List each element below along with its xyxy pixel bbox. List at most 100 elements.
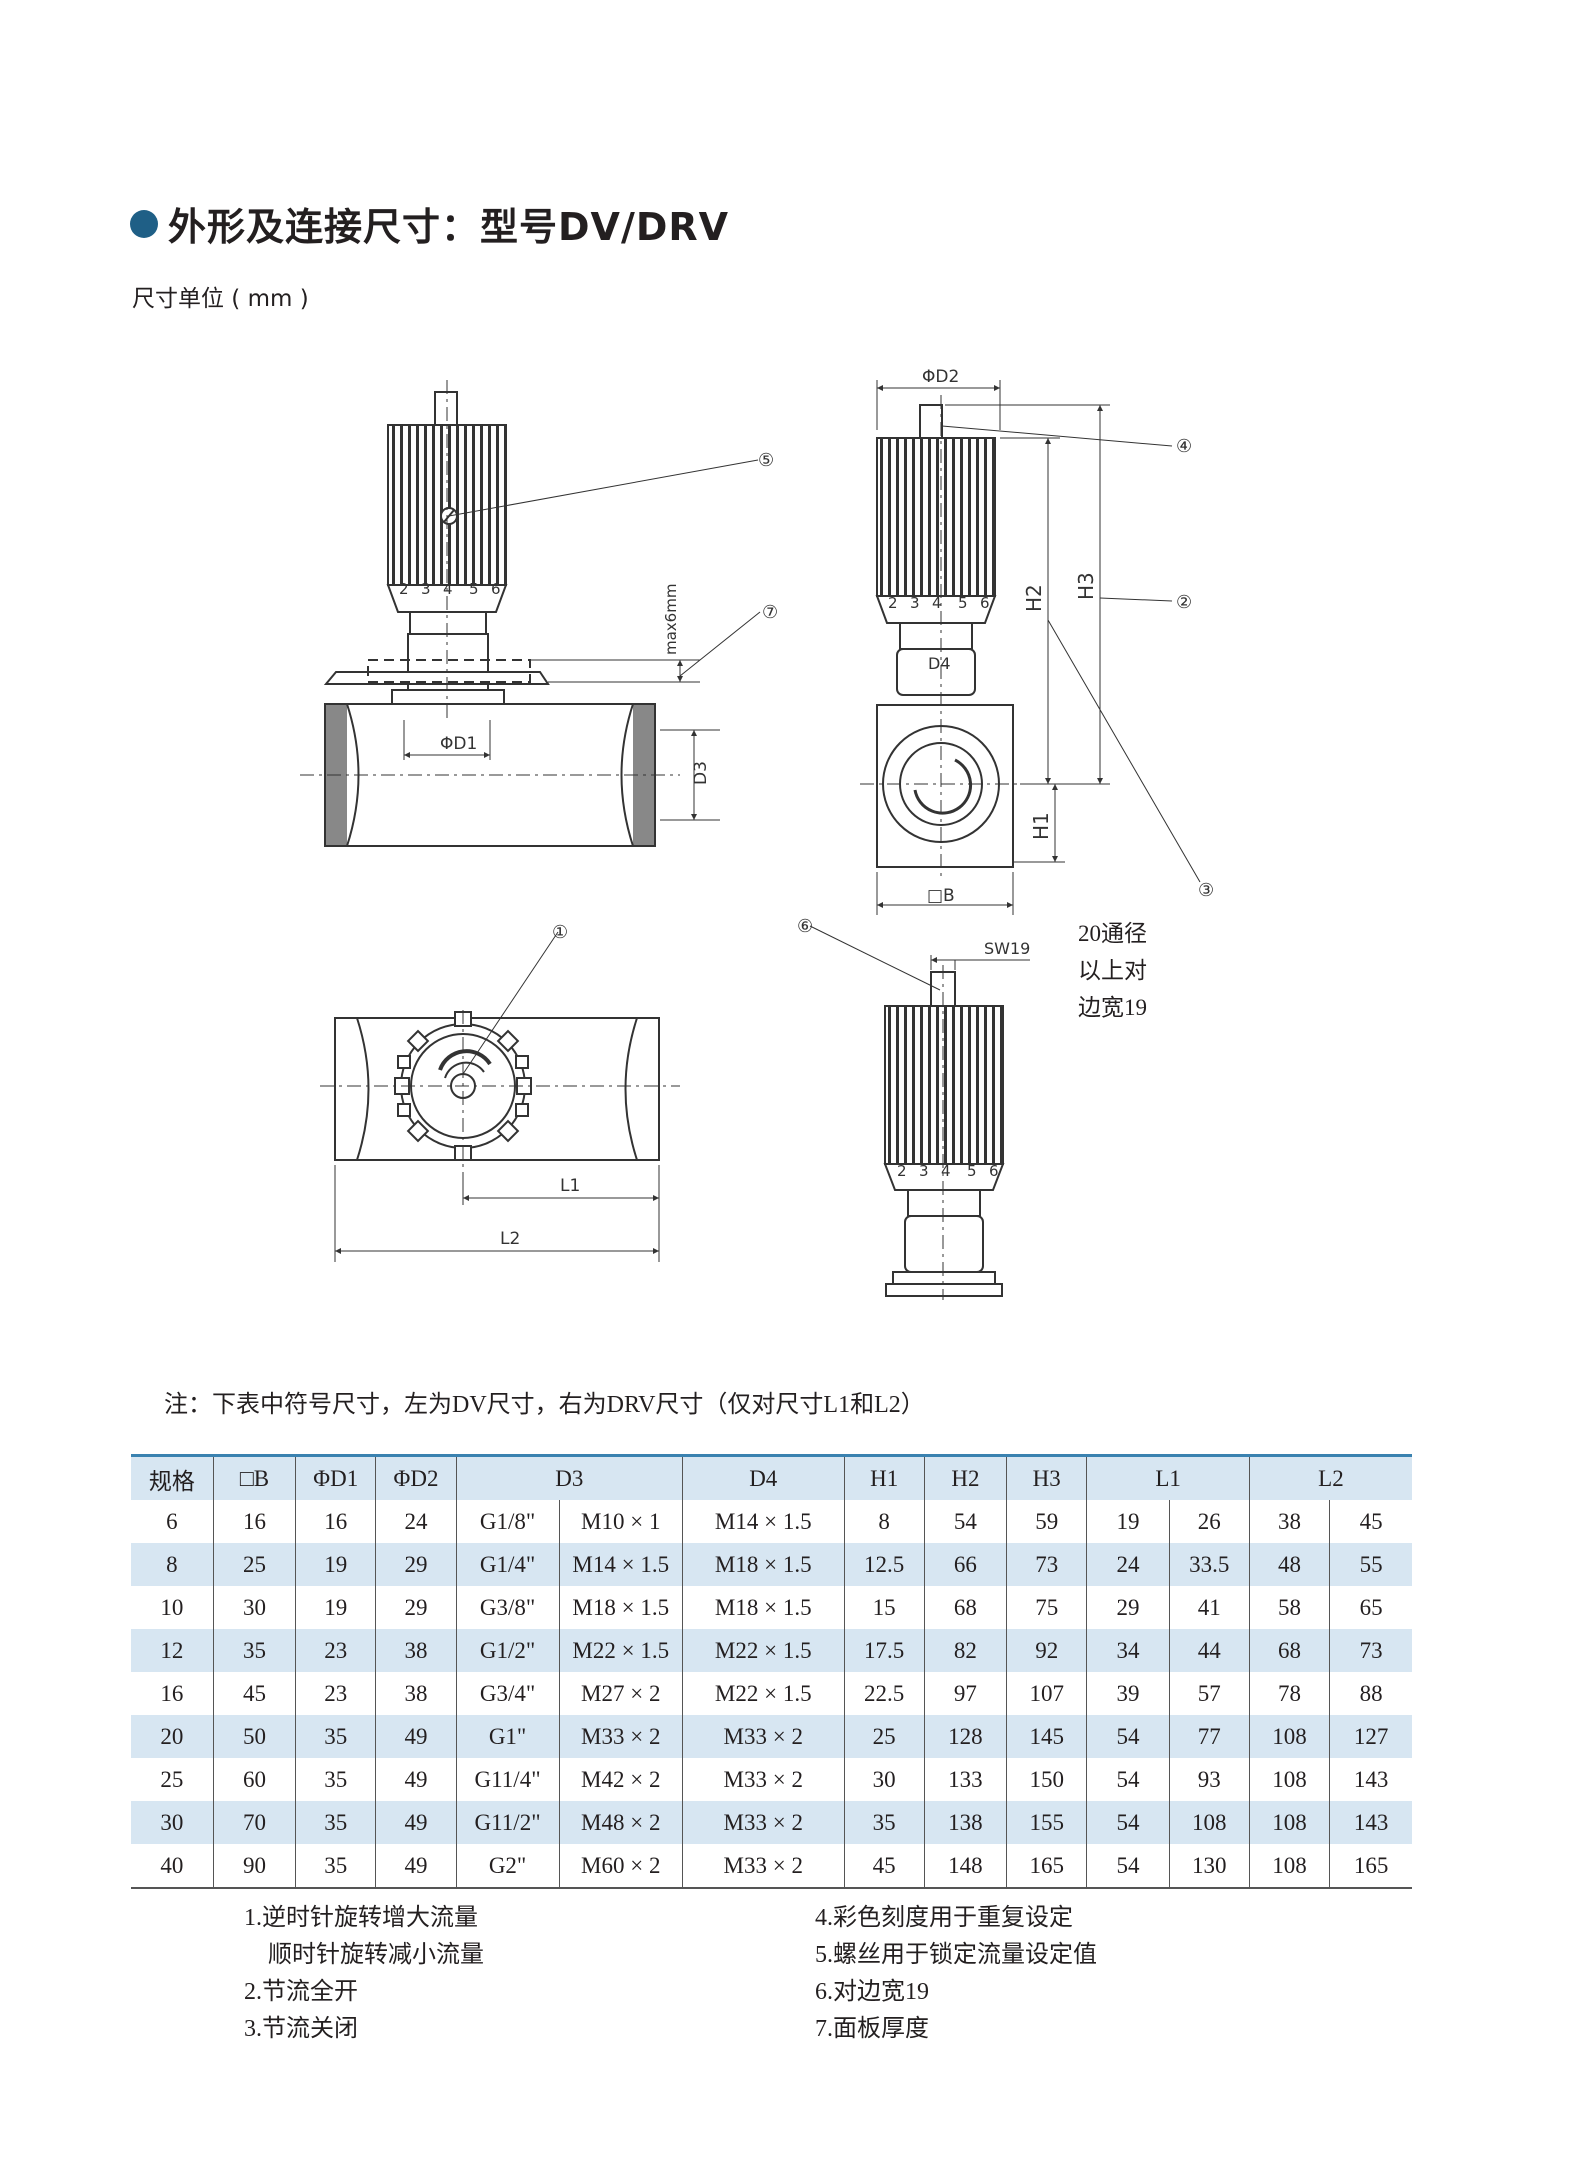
callout-3: ③ (1198, 880, 1214, 901)
header-cell: 规格 (131, 1455, 214, 1500)
scale-digit: 2 (399, 580, 409, 598)
table-cell: 66 (923, 1543, 1007, 1586)
table-cell: M42 × 2 (558, 1758, 683, 1801)
table-cell: 49 (375, 1758, 457, 1801)
table-cell: 35 (295, 1715, 376, 1758)
table-cell: 155 (1006, 1801, 1087, 1844)
table-cell: 58 (1248, 1586, 1330, 1629)
table-cell: 57 (1168, 1672, 1250, 1715)
table-cell: 128 (923, 1715, 1007, 1758)
table-cell: 44 (1168, 1629, 1250, 1672)
table-cell: 143 (1329, 1801, 1412, 1844)
table-cell: 41 (1168, 1586, 1250, 1629)
table-cell: 75 (1006, 1586, 1087, 1629)
table-cell: 22.5 (843, 1672, 925, 1715)
table-cell: 24 (375, 1500, 457, 1543)
table-cell: 33.5 (1168, 1543, 1250, 1586)
table-cell: 130 (1168, 1844, 1250, 1888)
table-cell: 40 (160, 1852, 184, 1878)
table-cell: 38 (375, 1672, 457, 1715)
table-cell: 108 (1248, 1758, 1330, 1801)
footnote-item: 7.面板厚度 (815, 2016, 929, 2042)
table-cell: G1/4" (455, 1543, 560, 1586)
table-cell: 39 (1086, 1672, 1170, 1715)
table-cell: 29 (375, 1543, 457, 1586)
label-h1: H1 (1029, 812, 1053, 840)
table-cell: 45 (843, 1844, 925, 1888)
footnote-item: 6.对边宽19 (815, 1979, 929, 2005)
table-cell: 49 (375, 1801, 457, 1844)
table-cell: G2" (455, 1844, 560, 1888)
table-cell: 48 (1248, 1543, 1330, 1586)
scale-digit: 3 (919, 1162, 929, 1180)
label-max6mm: max6mm (662, 584, 680, 655)
table-cell: 59 (1006, 1500, 1087, 1543)
scale-digit: 5 (967, 1162, 977, 1180)
technical-drawing: ΦD1 D3 max6mm ΦD2 D4 H2 H3 H1 □B L1 L2 S… (300, 367, 1214, 1300)
table-cell: 108 (1248, 1715, 1330, 1758)
table-cell: G1/2" (455, 1629, 560, 1672)
table-cell: 60 (212, 1758, 296, 1801)
table-cell: 50 (212, 1715, 296, 1758)
table-cell: 25 (843, 1715, 925, 1758)
scale-digit: 4 (932, 594, 942, 612)
label-d4: D4 (928, 654, 951, 673)
table-cell: G3/8" (455, 1586, 560, 1629)
table-note: 注：下表中符号尺寸，左为DV尺寸，右为DRV尺寸（仅对尺寸L1和L2） (164, 1392, 925, 1418)
header-cell: ΦD2 (375, 1455, 457, 1500)
footnotes-right: 4.彩色刻度用于重复设定 5.螺丝用于锁定流量设定值 6.对边宽19 7.面板厚… (815, 1900, 1097, 2048)
header-cell: D4 (681, 1455, 845, 1500)
table-header-row: 规格 □B ΦD1 ΦD2 D3 D4 H1 H2 H3 L1 L2 (131, 1455, 1412, 1500)
table-cell: 108 (1168, 1801, 1250, 1844)
table-cell: 92 (1006, 1629, 1087, 1672)
callout-7: ⑦ (762, 602, 778, 623)
header-cell: ΦD1 (295, 1455, 376, 1500)
table-cell: 30 (131, 1801, 214, 1844)
table-cell: 148 (923, 1844, 1007, 1888)
label-d3: D3 (691, 761, 711, 785)
table-cell: 35 (295, 1801, 376, 1844)
side-note: 20通径 以上对 边宽19 (1078, 915, 1147, 1026)
table-cell: 82 (923, 1629, 1007, 1672)
table-cell: 45 (1329, 1500, 1412, 1543)
drv-view (809, 925, 1030, 1300)
callout-4: ④ (1176, 436, 1192, 457)
label-phi-d2: ΦD2 (922, 367, 959, 387)
scale-digit: 6 (980, 594, 990, 612)
footnote-item: 3.节流关闭 (244, 2016, 358, 2042)
label-sw19: SW19 (984, 939, 1030, 958)
callout-2: ② (1176, 592, 1192, 613)
table-cell: 77 (1168, 1715, 1250, 1758)
table-cell: M33 × 2 (681, 1715, 845, 1758)
header-cell: D3 (455, 1455, 683, 1500)
table-cell: 24 (1086, 1543, 1170, 1586)
table-cell: 70 (212, 1801, 296, 1844)
table-cell: 138 (923, 1801, 1007, 1844)
table-cell: 45 (212, 1672, 296, 1715)
header-cell: H2 (923, 1455, 1007, 1500)
table-cell: G1" (455, 1715, 560, 1758)
side-note-line: 以上对 (1078, 958, 1147, 983)
table-cell: 145 (1006, 1715, 1087, 1758)
footnote-item: 5.螺丝用于锁定流量设定值 (815, 1942, 1097, 1968)
label-l2: L2 (500, 1229, 520, 1249)
scale-digit: 5 (469, 580, 479, 598)
table-cell: 54 (1086, 1758, 1170, 1801)
table-cell: M22 × 1.5 (558, 1629, 683, 1672)
table-cell: 19 (1086, 1500, 1170, 1543)
footnote-item: 1.逆时针旋转增大流量 (244, 1905, 478, 1931)
table-cell: 23 (295, 1629, 376, 1672)
page-title: 外形及连接尺寸：型号DV/DRV (130, 196, 729, 251)
callout-5: ⑤ (758, 450, 774, 471)
footnotes-left: 1.逆时针旋转增大流量 顺时针旋转减小流量 2.节流全开 3.节流关闭 (244, 1900, 484, 2048)
table-cell: 165 (1329, 1844, 1412, 1888)
table-cell: M14 × 1.5 (558, 1543, 683, 1586)
table-cell: 38 (375, 1629, 457, 1672)
